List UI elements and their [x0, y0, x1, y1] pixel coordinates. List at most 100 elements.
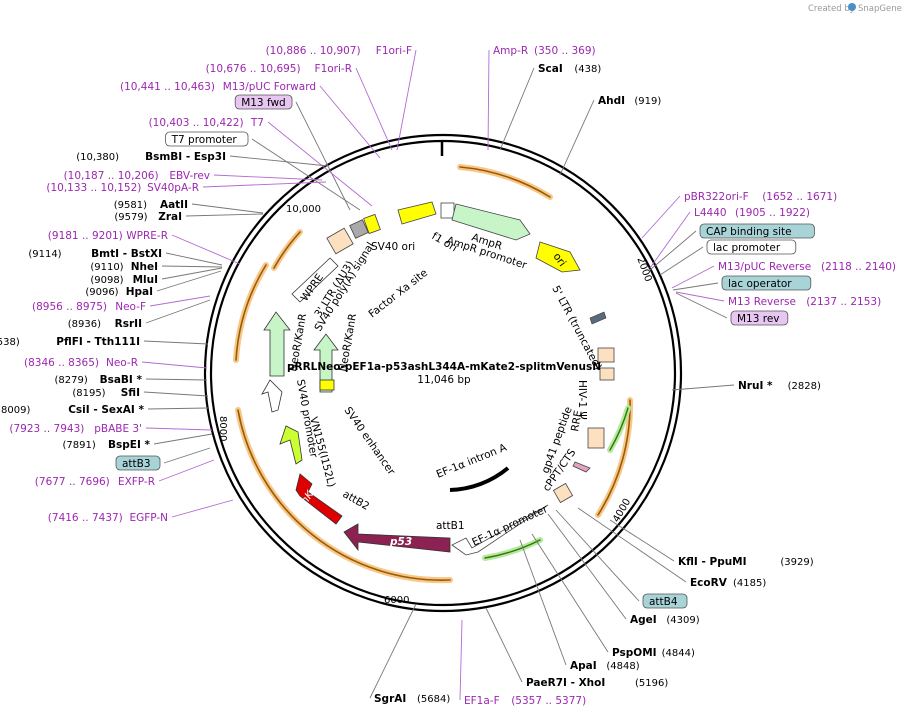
left-label-12: BmtI - BstXI(9114)	[28, 248, 162, 260]
left-pos-16: (8956 .. 8975)	[32, 301, 107, 313]
tick-10000: 10,000	[286, 204, 321, 215]
right-pos-3: (1652 .. 1671)	[762, 191, 837, 203]
left-label-25: attB3	[115, 455, 161, 471]
left-leader-8	[202, 181, 327, 188]
left-label-1: F1ori-R(10,676 .. 10,695)	[206, 63, 352, 75]
leader-lines	[141, 49, 735, 701]
left-label-4: T7(10,403 .. 10,422)	[149, 117, 264, 129]
label-factor-xa: Factor Xa site	[366, 267, 430, 320]
right-label-8: lac operator	[721, 275, 812, 291]
right-name-20: SgrAI	[374, 693, 406, 705]
left-label-23: pBABE 3'(7923 .. 7943)	[9, 423, 142, 435]
left-leader-4	[267, 121, 373, 207]
left-name-15: HpaI	[126, 286, 153, 298]
right-label-13: EcoRV(4185)	[690, 577, 766, 589]
left-pos-10: (9579)	[114, 212, 147, 223]
right-leader-7	[671, 265, 715, 289]
right-leader-4	[649, 211, 691, 269]
right-leader-14	[555, 509, 640, 602]
right-label-group: Amp-R(350 .. 369)ScaI(438)AhdI(919)pBR32…	[374, 45, 896, 707]
left-leader-16	[149, 295, 211, 307]
right-label-19: EF1a-F (5357 .. 5377)	[464, 695, 586, 707]
left-pos-19: (8346 .. 8365)	[24, 357, 99, 369]
left-pos-17: (8936)	[68, 319, 101, 330]
right-box-14	[642, 593, 688, 609]
left-pos-11: (9181 .. 9201)	[48, 230, 123, 242]
left-name-20: BsaBI *	[100, 374, 143, 386]
right-leader-1	[499, 67, 535, 151]
right-leader-2	[559, 99, 595, 176]
right-label-12: KflI - PpuMI(3929)	[678, 556, 814, 568]
snapgene-logo-icon	[848, 3, 856, 11]
left-leader-6	[229, 155, 329, 167]
left-box-label-3: M13 fwd	[241, 97, 286, 109]
right-pos-0: (350 .. 369)	[534, 45, 596, 57]
left-name-12: BmtI - BstXI	[91, 248, 162, 260]
right-name-18: PaeR7I - XhoI	[526, 677, 605, 689]
left-leader-0	[396, 49, 417, 151]
tick-8000: 8000	[217, 416, 228, 441]
left-name-27: EGFP-N	[129, 512, 168, 524]
right-label-6: lac promoter	[706, 239, 797, 255]
left-label-10: ZraI (9579)	[114, 211, 182, 223]
right-leader-10	[675, 292, 728, 319]
gp41-box	[572, 461, 591, 473]
ef1a-promoter-arrow	[451, 504, 549, 556]
ltr5-marker	[589, 311, 607, 325]
left-pos-14: (9098)	[90, 275, 123, 286]
left-leader-7	[213, 174, 323, 181]
rre-box	[587, 427, 605, 449]
left-pos-0: (10,886 .. 10,907)	[266, 45, 361, 57]
left-name-19: Neo-R	[106, 357, 138, 369]
left-pos-26: (7677 .. 7696)	[35, 476, 110, 488]
sv40-ori-arrow	[397, 201, 437, 225]
right-leader-6	[659, 246, 704, 276]
left-name-4: T7	[250, 117, 264, 129]
right-label-0: Amp-R(350 .. 369)	[493, 45, 596, 57]
left-name-6: BsmBI - Esp3I	[145, 151, 226, 163]
left-name-16: Neo-F	[115, 301, 146, 313]
left-leader-1	[355, 67, 393, 151]
left-pos-13: (9110)	[90, 262, 123, 273]
right-box-label-8: lac operator	[728, 278, 792, 290]
left-pos-2: (10,441 .. 10,463)	[120, 81, 215, 93]
left-leader-2	[319, 85, 381, 159]
left-leader-3	[295, 101, 351, 211]
left-label-16: Neo-F (8956 .. 8975)	[32, 301, 146, 313]
label-attb2: attB2	[341, 488, 372, 513]
left-name-10: ZraI	[158, 211, 182, 223]
ori-arrow	[535, 241, 581, 273]
right-leader-20	[369, 603, 417, 699]
right-label-20: SgrAI(5684)	[374, 693, 450, 705]
right-name-19: EF1a-F	[464, 695, 500, 707]
left-label-8: SV40pA-R(10,133 .. 10,152)	[46, 182, 199, 194]
wpre-box	[291, 257, 339, 303]
left-pos-21: (8195)	[72, 388, 105, 399]
right-label-9: M13 Reverse(2137 .. 2153)	[728, 296, 881, 308]
left-leader-24	[153, 433, 213, 445]
left-name-13: NheI	[131, 261, 158, 273]
left-name-2: M13/pUC Forward	[223, 81, 316, 93]
right-pos-13: (4185)	[733, 578, 766, 589]
right-pos-11: (2828)	[788, 381, 821, 392]
left-leader-19	[141, 361, 208, 369]
right-leader-0	[487, 49, 490, 151]
right-label-2: AhdI(919)	[598, 95, 661, 107]
left-pos-23: (7923 .. 7943)	[9, 423, 84, 435]
right-name-16: PspOMI	[612, 647, 657, 659]
right-leader-16	[531, 533, 609, 653]
label-sv40-ori: SV40 ori	[371, 241, 415, 253]
left-leader-12	[165, 252, 223, 266]
left-pos-15: (9096)	[85, 287, 118, 298]
right-label-3: pBR322ori-F (1652 .. 1671)	[684, 191, 837, 203]
right-pos-19: (5357 .. 5377)	[511, 695, 586, 707]
left-pos-24: (7891)	[63, 440, 96, 451]
left-name-9: AatII	[160, 199, 188, 211]
right-pos-17: (4848)	[606, 661, 639, 672]
right-name-3: pBR322ori-F	[684, 191, 749, 203]
left-box-label-25: attB3	[122, 458, 151, 470]
right-label-16: PspOMI(4844)	[612, 647, 695, 659]
sv40-promoter-arrow	[261, 379, 283, 413]
vn155-arrow	[279, 425, 303, 465]
